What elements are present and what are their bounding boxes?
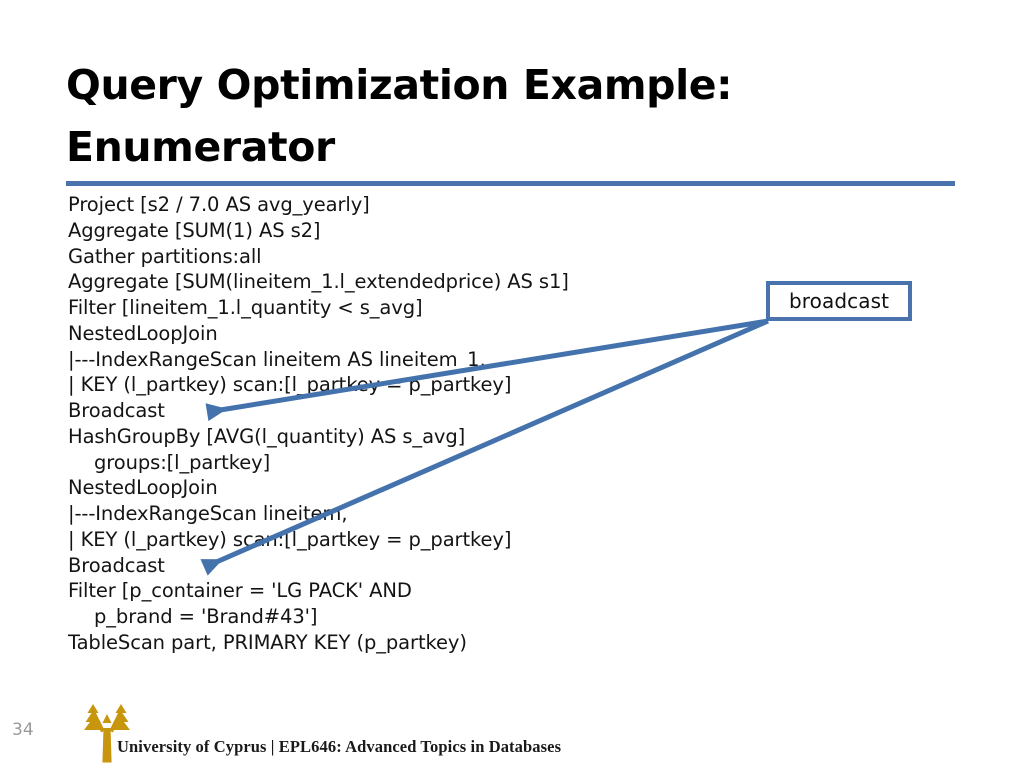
plan-line: |---IndexRangeScan lineitem AS lineitem_… — [68, 347, 486, 371]
query-plan-text: Project [s2 / 7.0 AS avg_yearly]Aggregat… — [68, 192, 748, 656]
plan-line: Broadcast — [68, 399, 165, 422]
plan-line: | KEY (l_partkey) scan:[l_partkey = p_pa… — [68, 527, 512, 551]
page-number: 34 — [12, 720, 34, 740]
plan-line: Filter [p_container = 'LG PACK' AND — [68, 579, 412, 603]
plan-line: |---IndexRangeScan lineitem, — [68, 502, 348, 525]
plan-line: Aggregate [SUM(lineitem_1.l_extendedpric… — [68, 270, 569, 294]
plan-line: HashGroupBy [AVG(l_quantity) AS s_avg] — [68, 424, 466, 448]
plan-line: NestedLoopJoin — [68, 321, 218, 345]
footer-text: University of Cyprus | EPL646: Advanced … — [117, 737, 562, 756]
plan-line: Aggregate [SUM(1) AS s2] — [68, 218, 321, 242]
plan-line: groups:[l_partkey] — [94, 450, 271, 474]
plan-line: NestedLoopJoin — [68, 476, 218, 500]
title-divider — [66, 181, 955, 186]
plan-line: Project [s2 / 7.0 AS avg_yearly] — [68, 193, 370, 216]
plan-line: Gather partitions:all — [68, 244, 262, 268]
broadcast-callout-label: broadcast — [788, 289, 890, 313]
plan-line: Broadcast — [68, 553, 165, 577]
page-title: Query Optimization Example: Enumerator — [66, 61, 733, 172]
plan-line: TableScan part, PRIMARY KEY (p_partkey) — [68, 630, 467, 654]
university-tree-logo — [84, 704, 130, 763]
plan-line: p_brand = 'Brand#43'] — [94, 605, 318, 628]
broadcast-callout-box: broadcast — [766, 281, 912, 321]
plan-line: Filter [lineitem_1.l_quantity < s_avg] — [68, 296, 423, 319]
plan-line: | KEY (l_partkey) scan:[l_partkey = p_pa… — [68, 373, 512, 397]
